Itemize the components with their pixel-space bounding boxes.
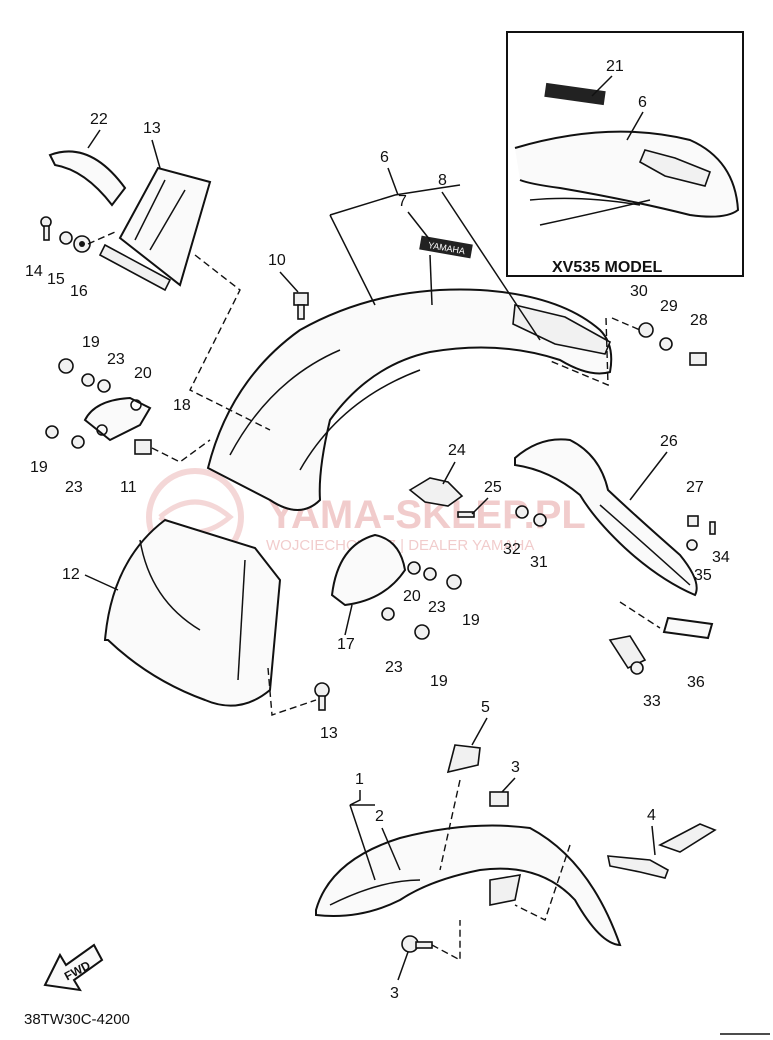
front-fender bbox=[315, 824, 622, 947]
cover-17 bbox=[330, 533, 407, 607]
fasteners-27-31-32 bbox=[515, 505, 716, 551]
label-3-a: 3 bbox=[511, 759, 520, 776]
label-14: 14 bbox=[25, 263, 43, 280]
inset-caption: XV535 MODEL bbox=[552, 259, 662, 276]
label-12: 13 bbox=[320, 725, 338, 742]
label-30: 30 bbox=[630, 283, 648, 300]
label-10: 11 bbox=[120, 479, 137, 496]
label-11: 12 bbox=[62, 566, 80, 583]
bracket-5 bbox=[446, 744, 509, 807]
label-17: 17 bbox=[337, 636, 355, 653]
label-15: 15 bbox=[47, 271, 65, 288]
label-34: 34 bbox=[712, 549, 730, 566]
part-12-bolt bbox=[314, 682, 330, 711]
bolt-3-b bbox=[401, 935, 433, 953]
label-3-b: 3 bbox=[390, 985, 399, 1002]
label-6: 6 bbox=[380, 149, 389, 166]
fasteners-28-29-30 bbox=[638, 322, 707, 366]
label-23-b: 23 bbox=[65, 479, 83, 496]
reflector-33-36 bbox=[608, 616, 714, 675]
part-9-bolt bbox=[293, 292, 309, 320]
label-25: 25 bbox=[484, 479, 502, 496]
label-16: 16 bbox=[70, 283, 88, 300]
license-bracket-group bbox=[45, 358, 152, 455]
fender-liner bbox=[103, 518, 282, 707]
label-19-d: 19 bbox=[430, 673, 448, 690]
label-9: 10 bbox=[268, 252, 286, 269]
label-18: 18 bbox=[173, 397, 191, 414]
inset-decal bbox=[544, 82, 606, 106]
label-8: 8 bbox=[438, 172, 447, 189]
label-13: 13 bbox=[143, 120, 161, 137]
inset-fender bbox=[514, 130, 740, 218]
tail-light-bracket bbox=[98, 166, 212, 292]
label-2: 2 bbox=[375, 808, 384, 825]
fwd-arrow-icon: FWD bbox=[43, 943, 104, 992]
part-22-lens bbox=[48, 150, 127, 207]
label-35: 35 bbox=[694, 567, 712, 584]
watermark-sub: WOJCIECHOWICZ | DEALER YAMAHA bbox=[266, 537, 534, 554]
label-23-a: 23 bbox=[107, 351, 125, 368]
drawing-code: 38TW30C-4200 bbox=[24, 1011, 130, 1028]
stay-4 bbox=[607, 823, 717, 879]
clamp-24 bbox=[408, 477, 475, 518]
inset-xv535: 21 6 XV535 MODEL bbox=[506, 31, 744, 277]
label-28: 28 bbox=[690, 312, 708, 329]
label-1: 1 bbox=[355, 771, 364, 788]
label-26: 26 bbox=[660, 433, 678, 450]
inset-label-6: 6 bbox=[638, 94, 647, 111]
label-19-b: 19 bbox=[30, 459, 48, 476]
fasteners-14-15-16 bbox=[40, 216, 91, 253]
label-36: 36 bbox=[687, 674, 705, 691]
label-23-d: 23 bbox=[385, 659, 403, 676]
label-5: 5 bbox=[481, 699, 490, 716]
label-22: 22 bbox=[90, 111, 108, 128]
label-32: 32 bbox=[503, 541, 521, 558]
label-19-c: 19 bbox=[462, 612, 480, 629]
rear-fender: YAMAHA bbox=[206, 235, 613, 511]
fasteners-20-23-19 bbox=[381, 561, 462, 640]
label-31: 31 bbox=[530, 554, 548, 571]
fender-extension-26 bbox=[514, 438, 698, 597]
label-23-c: 23 bbox=[428, 599, 446, 616]
label-19-a: 19 bbox=[82, 334, 100, 351]
label-33: 33 bbox=[643, 693, 661, 710]
label-4: 4 bbox=[647, 807, 656, 824]
label-7: 7 bbox=[398, 193, 407, 210]
inset-label-21: 21 bbox=[606, 58, 624, 75]
label-24: 24 bbox=[448, 442, 466, 459]
rear-fender-decal bbox=[419, 235, 473, 259]
label-29: 29 bbox=[660, 298, 678, 315]
label-20-b: 20 bbox=[403, 588, 421, 605]
inset-frame bbox=[506, 31, 744, 277]
label-27: 27 bbox=[686, 479, 704, 496]
label-20-a: 20 bbox=[134, 365, 152, 382]
